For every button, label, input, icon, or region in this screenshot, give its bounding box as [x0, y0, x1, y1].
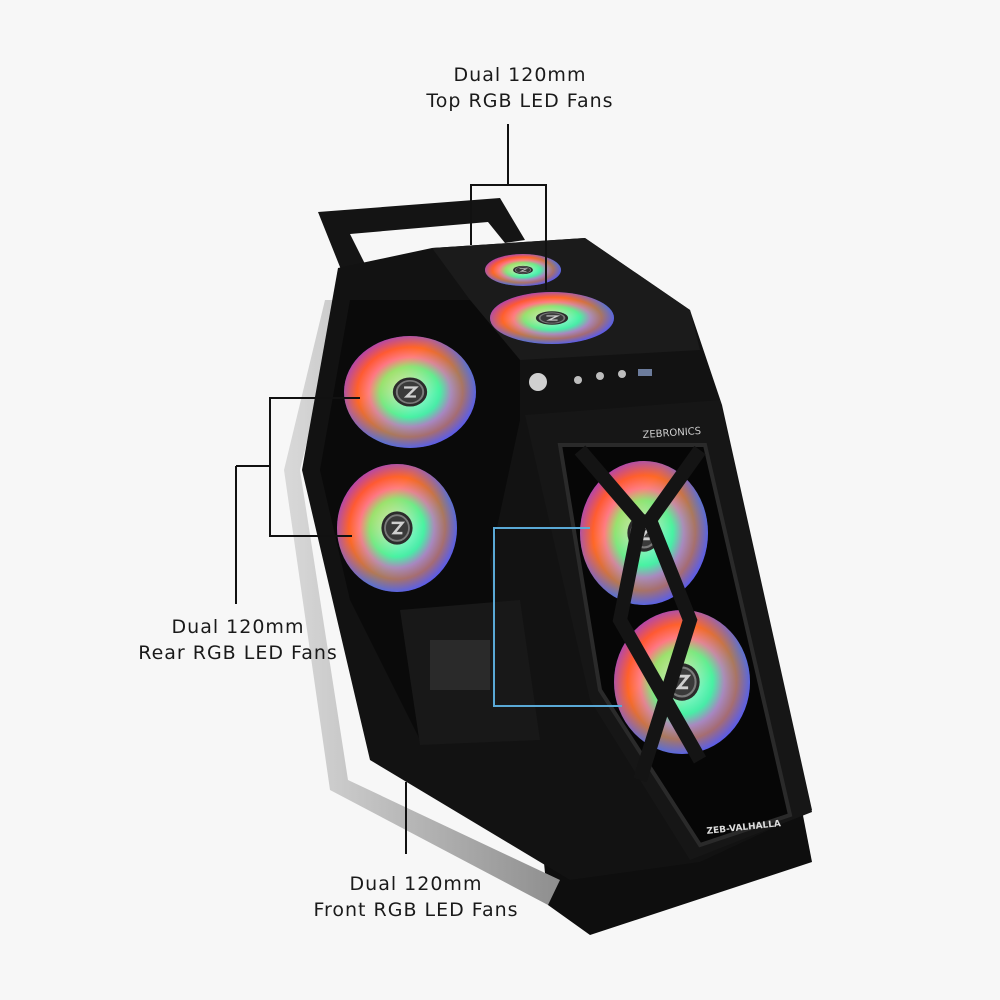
top-fan-1: [484, 253, 562, 287]
brand-logo-text: ZEBRONICS: [642, 426, 701, 441]
top-fan-2: [488, 290, 616, 346]
rear-callout-lines: [235, 397, 360, 604]
rear-fan-1: [342, 334, 478, 450]
callout-top-line1: Dual 120mm: [453, 64, 587, 86]
side-glass-edge: [284, 300, 560, 905]
callout-rear-line1: Dual 120mm: [171, 616, 305, 638]
callout-rear-line2: Rear RGB LED Fans: [138, 642, 338, 664]
front-io-ports: [529, 369, 652, 391]
callout-top-line2: Top RGB LED Fans: [426, 90, 614, 112]
callout-top-fans: Dual 120mm Top RGB LED Fans: [384, 62, 656, 114]
callout-front-line1: Dual 120mm: [349, 873, 483, 895]
callout-front-line2: Front RGB LED Fans: [313, 899, 519, 921]
front-callout-box: [493, 527, 622, 707]
callout-front-fans: Dual 120mm Front RGB LED Fans: [280, 871, 552, 923]
psu-vent: [430, 640, 490, 690]
top-callout-lines: [470, 124, 547, 290]
front-struts: [574, 445, 707, 783]
callout-rear-fans: Dual 120mm Rear RGB LED Fans: [102, 614, 374, 666]
top-handle: [318, 198, 525, 272]
rear-fan-2: [335, 462, 459, 594]
